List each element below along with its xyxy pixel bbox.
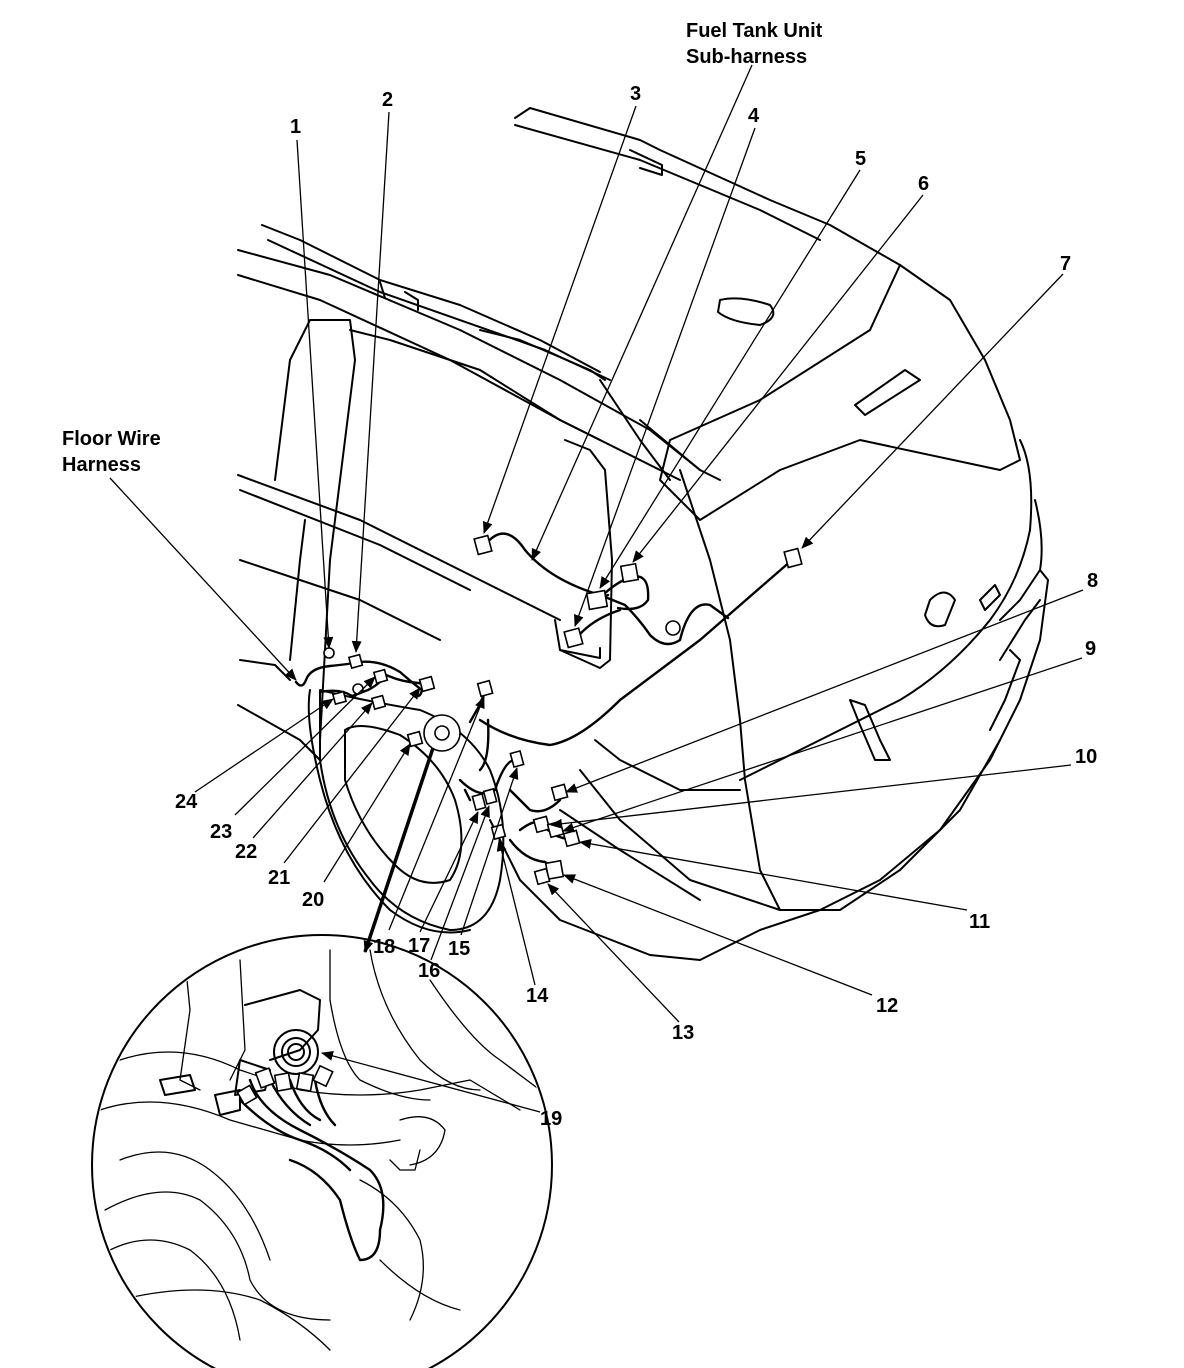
connector-6 <box>619 562 640 584</box>
connector-2 <box>347 653 364 670</box>
fuel-tank-label-line1: Fuel Tank Unit <box>686 20 823 42</box>
detail-inset <box>91 934 553 1368</box>
callout-2: 2 <box>382 89 393 111</box>
callout-3: 3 <box>630 83 641 105</box>
callout-1: 1 <box>290 116 301 138</box>
connector-18top <box>476 679 494 698</box>
connector-10 <box>532 815 551 834</box>
callout-7: 7 <box>1060 253 1071 275</box>
vehicle-body-outline <box>237 107 1049 961</box>
callout-19: 19 <box>540 1108 562 1130</box>
grommet-fuel <box>665 620 681 636</box>
connector-20 <box>406 730 424 748</box>
connector-8 <box>550 783 569 802</box>
connector-3 <box>473 534 493 556</box>
connector-13 <box>533 867 551 886</box>
callout-24: 24 <box>175 791 198 813</box>
callout-20: 20 <box>302 889 324 911</box>
connectors <box>323 534 803 886</box>
connector-16 <box>482 787 498 806</box>
detail-arrow <box>363 747 435 953</box>
callout-4: 4 <box>748 105 760 127</box>
callout-5: 5 <box>855 148 866 170</box>
callout-18: 18 <box>373 936 395 958</box>
connector-7 <box>783 547 803 569</box>
connector-22 <box>370 694 387 711</box>
ground-hub-inner <box>434 725 450 741</box>
callout-6: 6 <box>918 173 929 195</box>
connector-1 <box>323 647 335 659</box>
callout-21: 21 <box>268 867 290 889</box>
callout-12: 12 <box>876 995 898 1017</box>
harness-labels: Fuel Tank Unit Sub-harness Floor Wire Ha… <box>62 20 823 476</box>
connector-4 <box>585 589 609 611</box>
callout-numbers: 1 2 3 4 5 6 7 8 9 10 11 12 13 14 15 16 1… <box>175 83 1098 1130</box>
connector-5 <box>563 627 584 649</box>
callout-9: 9 <box>1085 638 1096 660</box>
callout-11: 11 <box>969 911 990 933</box>
connector-17 <box>471 792 487 812</box>
connector-23 <box>372 668 389 685</box>
floor-wire-label-line1: Floor Wire <box>62 428 161 450</box>
callout-16: 16 <box>418 960 440 982</box>
callout-22: 22 <box>235 841 257 863</box>
callout-14: 14 <box>526 985 549 1007</box>
floor-wire-label-line2: Harness <box>62 454 141 476</box>
callout-10: 10 <box>1075 746 1097 768</box>
fuel-tank-label-line2: Sub-harness <box>686 46 807 68</box>
connector-11 <box>562 829 581 848</box>
callout-15: 15 <box>448 938 470 960</box>
callout-17: 17 <box>408 935 430 957</box>
callout-13: 13 <box>672 1022 694 1044</box>
connector-24 <box>331 690 348 706</box>
connector-15 <box>509 749 525 769</box>
leader-lines <box>109 64 1084 1113</box>
callout-8: 8 <box>1087 570 1098 592</box>
connector-21 <box>418 675 436 693</box>
callout-23: 23 <box>210 821 232 843</box>
grommet-left <box>352 683 364 695</box>
